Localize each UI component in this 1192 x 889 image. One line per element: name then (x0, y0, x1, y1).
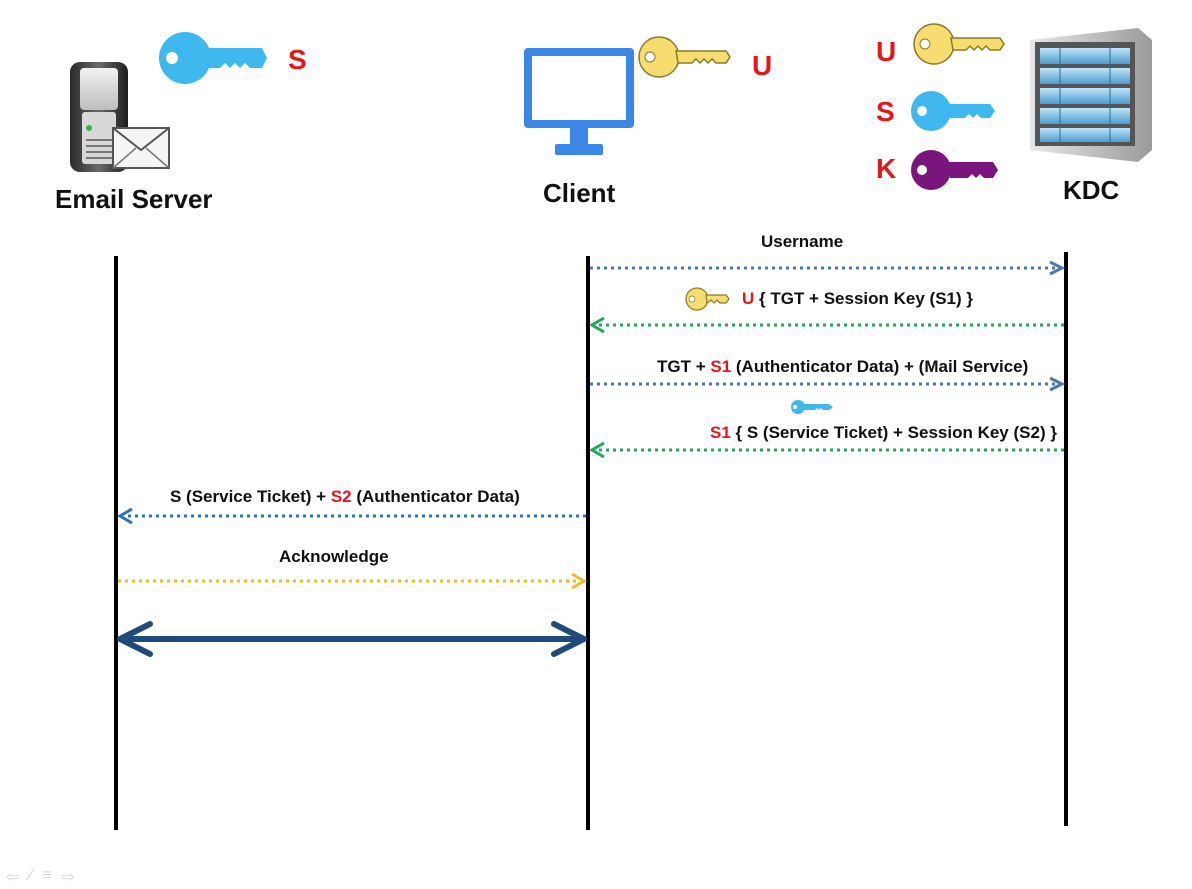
message-key-s2: S2 (330, 487, 352, 506)
message-service-ticket-response: S1 { S (Service Ticket) + Session Key (S… (710, 423, 1057, 443)
arrow-service-request (590, 376, 1066, 392)
arrow-tgt-response (589, 316, 1064, 334)
message-service-ticket-prefix: S (Service Ticket) + (170, 487, 331, 506)
message-service-ticket-to-email: S (Service Ticket) + S2 (Authenticator D… (170, 487, 520, 507)
message-key-u: U (742, 289, 755, 308)
client-title: Client (543, 178, 616, 208)
kdc-server-icon (1030, 28, 1152, 162)
key-u-client-icon (638, 36, 731, 78)
key-label-s-email: S (288, 44, 307, 75)
message-service-ticket-response-text: { S (Service Ticket) + Session Key (S2) … (730, 423, 1057, 442)
monitor-icon (524, 48, 634, 155)
message-acknowledge: Acknowledge (279, 547, 389, 566)
message-service-request-prefix: TGT + (657, 357, 711, 376)
key-u-kdc-icon (913, 23, 1005, 65)
kdc-title: KDC (1063, 175, 1120, 205)
prev-slide-icon[interactable]: ⇦ (6, 869, 20, 886)
message-key-s1-b: S1 (710, 423, 731, 442)
key-label-s-kdc: S (876, 96, 895, 127)
key-label-u-client: U (752, 50, 773, 81)
message-service-request-suffix: (Authenticator Data) + (Mail Service) (731, 357, 1029, 376)
pen-icon[interactable]: ∕ (29, 867, 33, 884)
message-key-s1: S1 (710, 357, 732, 376)
arrow-acknowledge (118, 572, 587, 590)
key-k-kdc-icon (911, 150, 998, 190)
key-s1-small-icon (791, 400, 833, 414)
message-tgt-response-text: { TGT + Session Key (S1) } (754, 289, 973, 308)
message-username: Username (761, 232, 844, 251)
message-service-ticket-suffix: (Authenticator Data) (351, 487, 520, 506)
message-service-request: TGT + S1 (Authenticator Data) + (Mail Se… (657, 357, 1028, 377)
slide-nav-controls: ⇦ ∕ ≡ ⇨ (6, 867, 75, 887)
email-server-icon (70, 62, 128, 172)
arrow-service-ticket-response (589, 441, 1064, 459)
arrow-service-ticket-to-email (117, 507, 586, 525)
arrow-username (590, 260, 1066, 276)
email-server-title: Email Server (55, 184, 213, 214)
next-slide-icon[interactable]: ⇨ (61, 869, 75, 886)
key-u-small-icon (685, 287, 730, 311)
envelope-icon (112, 127, 170, 169)
key-s-email-server-icon (159, 32, 267, 84)
arrow-bidirectional-session (117, 621, 587, 657)
menu-icon[interactable]: ≡ (42, 867, 52, 884)
key-label-u-kdc: U (876, 36, 897, 67)
message-tgt-response: U { TGT + Session Key (S1) } (742, 289, 973, 309)
key-s-kdc-icon (911, 91, 995, 131)
key-label-k-kdc: K (876, 153, 897, 184)
